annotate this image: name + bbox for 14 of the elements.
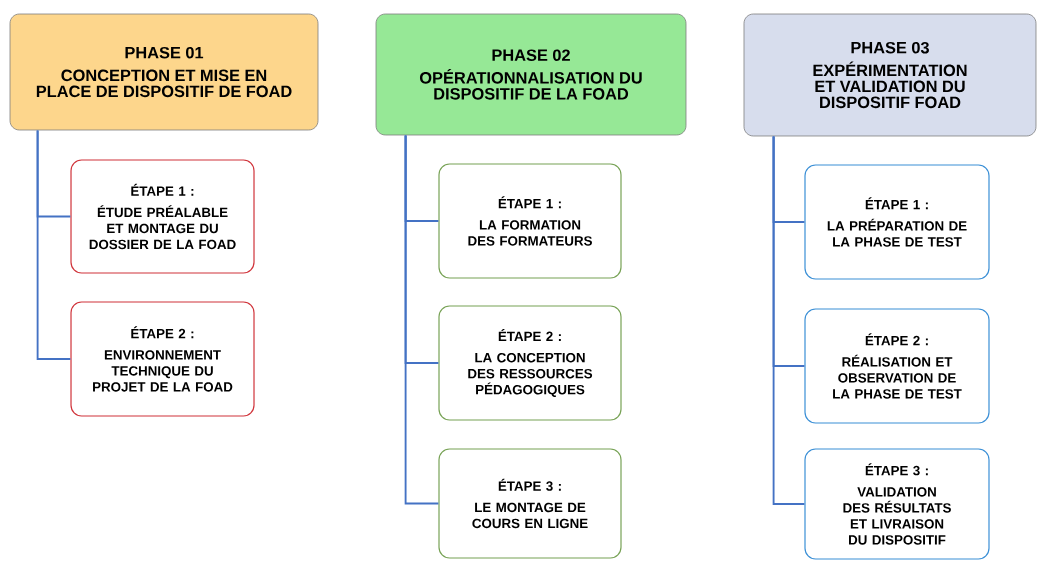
connector-line: [404, 134, 440, 505]
step-box: ÉTAPE 3 : VALIDATION DES RÉSULTATS ET LIVRAISON DU DISPOSITIF: [804, 448, 990, 560]
connector-line: [772, 135, 806, 505]
phase-box: PHASE 02 OPÉRATIONNALISATION DU DISPOSITIF DE LA FOAD: [375, 13, 687, 136]
step-box: ÉTAPE 2 : LA CONCEPTION DES RESSOURCES PÉDAGOGIQUES: [438, 305, 622, 421]
step-box: ÉTAPE 1 : LA FORMATION DES FORMATEURS: [438, 163, 622, 279]
step-box: ÉTAPE 1 : LA PRÉPARATION DE LA PHASE DE TEST: [804, 164, 990, 280]
phase-box: PHASE 03 EXPÉRIMENTATION ET VALIDATION DU DISPOSITIF FOAD: [743, 13, 1037, 137]
phase-box: PHASE 01 CONCEPTION ET MISE EN PLACE DE DISPOSITIF DE FOAD: [9, 13, 319, 131]
step-box: ÉTAPE 2 : ENVIRONNEMENT TECHNIQUE DU PROJET DE LA FOAD: [70, 301, 255, 417]
step-box: ÉTAPE 1 : ÉTUDE PRÉALABLE ET MONTAGE DU DOSSIER DE LA FOAD: [70, 159, 255, 274]
step-box: ÉTAPE 3 : LE MONTAGE DE COURS EN LIGNE: [438, 448, 622, 559]
connector-line: [36, 129, 72, 360]
step-box: ÉTAPE 2 : RÉALISATION ET OBSERVATION DE LA PHASE DE TEST: [804, 308, 990, 424]
